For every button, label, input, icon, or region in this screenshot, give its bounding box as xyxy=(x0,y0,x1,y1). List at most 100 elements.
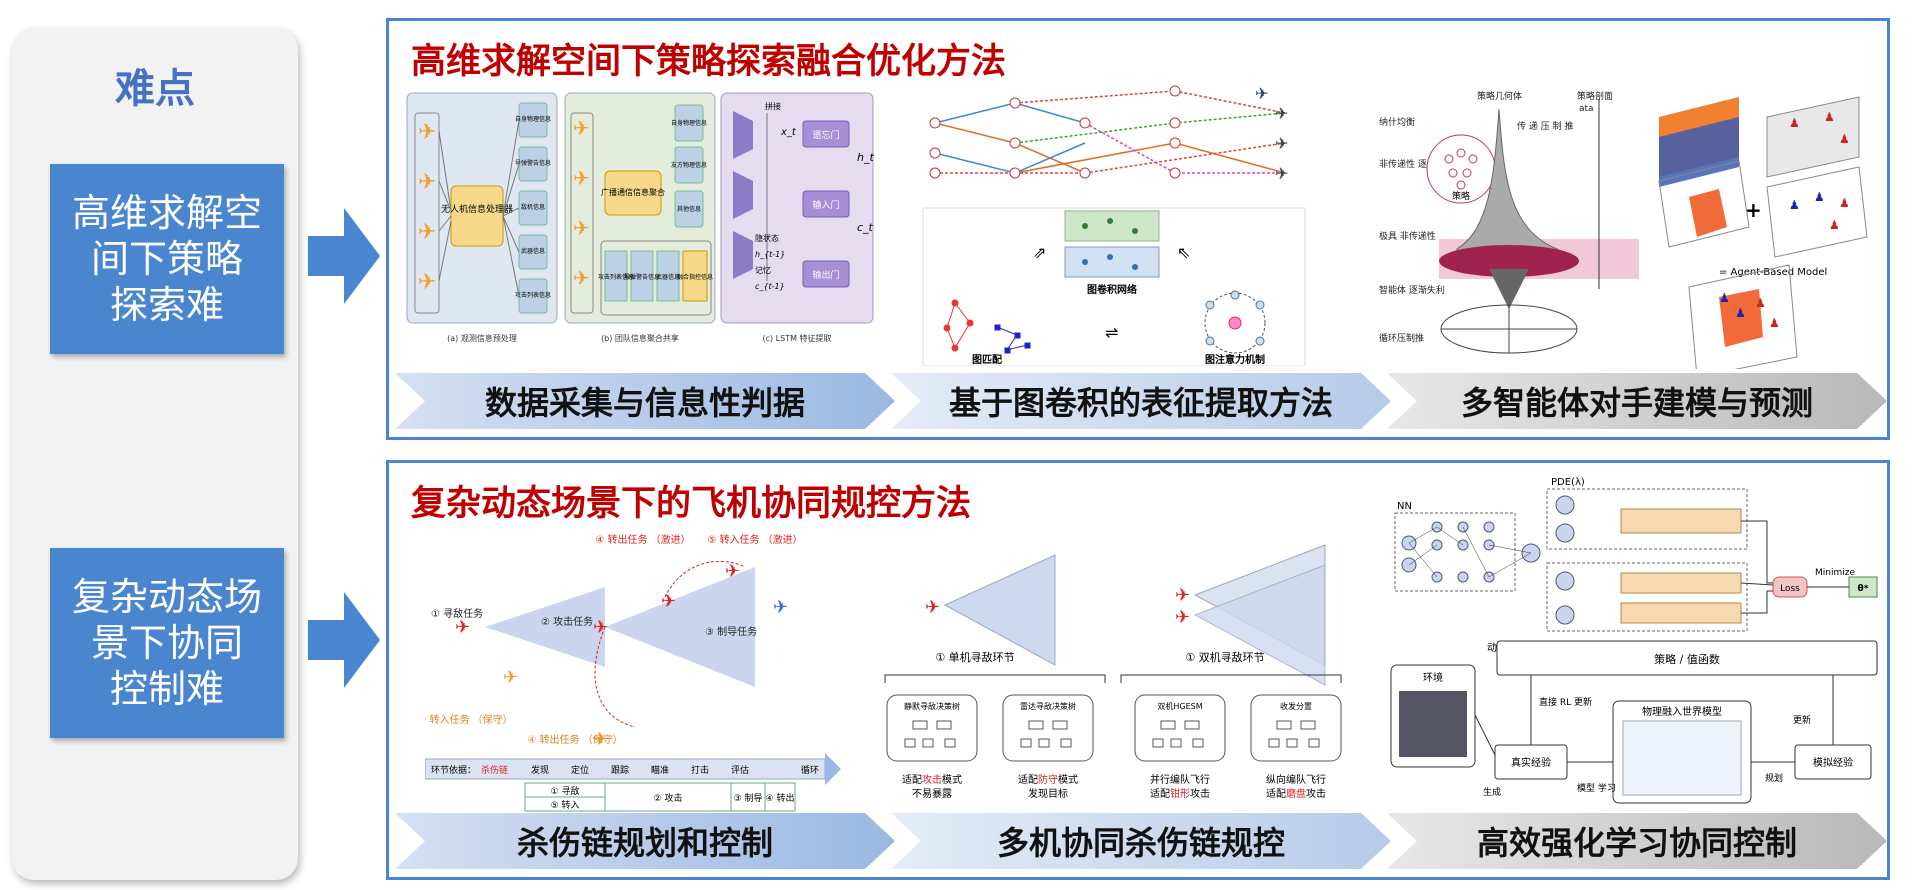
geom-left-label: 智能体 逐渐失利 xyxy=(1379,284,1445,296)
gate-label: 输出门 xyxy=(812,269,839,281)
stage-chevron: 多智能体对手建模与预测 xyxy=(1387,373,1887,429)
svg-text:✈: ✈ xyxy=(773,597,788,618)
team-label: 自身物理信息 xyxy=(671,119,707,127)
task-label: ② 攻击任务 xyxy=(541,615,593,628)
tree-label: 收发分置 xyxy=(1280,701,1312,711)
world-model-label: 物理融入世界模型 xyxy=(1642,705,1722,718)
geom-left-label: 循环压制推 xyxy=(1379,332,1424,344)
svg-text:✈: ✈ xyxy=(573,116,590,140)
chain-step: 评估 xyxy=(731,764,749,776)
svg-text:✈: ✈ xyxy=(418,270,436,295)
model-learn-label: 模型 学习 xyxy=(1577,782,1616,794)
pde-label: PDE(λ) xyxy=(1551,477,1585,488)
svg-text:✈: ✈ xyxy=(593,729,608,750)
task-label: ③ 制导任务 xyxy=(705,625,757,638)
figure-data-collection: ✈✈ ✈✈ 无人机信息处理器 自身物理信息 导弹警告信息 敌机信息 武器信息 攻… xyxy=(405,91,875,361)
xt-label: x_t xyxy=(780,127,797,138)
ctm1-label: c_{t-1} xyxy=(755,282,785,291)
double-label: ① 双机寻敌环节 xyxy=(1185,650,1264,664)
update-label: 更新 xyxy=(1793,714,1811,726)
svg-text:✈: ✈ xyxy=(1275,164,1288,183)
svg-text:✈: ✈ xyxy=(925,597,940,618)
cap-line2: 发现目标 xyxy=(1028,787,1068,800)
svg-text:✈: ✈ xyxy=(573,166,590,190)
plan-label: 规划 xyxy=(1765,772,1783,784)
svg-text:♟: ♟ xyxy=(1829,218,1840,232)
cap-line2: 适配钳形攻击 xyxy=(1150,787,1210,800)
svg-text:✈: ✈ xyxy=(418,170,436,195)
svg-text:✈: ✈ xyxy=(725,561,740,582)
tree-label: 双机HGESM xyxy=(1157,701,1202,711)
geom-top-label: 策略剖面 xyxy=(1577,90,1613,102)
sim-exp-label: 模拟经验 xyxy=(1813,756,1853,769)
svg-text:✈: ✈ xyxy=(1175,607,1190,628)
chain-basis: 环节依据： xyxy=(431,764,476,776)
section-title: 高维求解空间下策略探索融合优化方法 xyxy=(411,42,1007,82)
agg-label: 无人机信息处理器 xyxy=(441,203,513,215)
svg-text:✈: ✈ xyxy=(573,216,590,240)
chain-kill: 杀伤链 xyxy=(481,764,508,776)
svg-text:♟: ♟ xyxy=(1735,306,1746,320)
svg-text:✈: ✈ xyxy=(418,120,436,145)
cap-line2: 不易暴露 xyxy=(912,788,952,800)
geom-top-label: ata xyxy=(1579,104,1594,114)
svg-text:✈: ✈ xyxy=(1275,104,1288,123)
svg-text:♟: ♟ xyxy=(1789,198,1800,212)
figure-rl-control: NN PDE(λ) Loss Minimize θ* 动作 xyxy=(1387,465,1887,815)
caption: (c) LSTM 特征提取 xyxy=(762,333,831,343)
figure-opponent-model: 纳什均衡 非传递性 逐渐消失 极具 非传递性 智能体 逐渐失利 循环压制推 策略… xyxy=(1369,89,1877,369)
info-label: 攻击列表信息 xyxy=(515,291,551,299)
svg-text:♟: ♟ xyxy=(1769,316,1780,330)
svg-text:♟: ♟ xyxy=(1719,291,1730,305)
env-label: 环境 xyxy=(1423,671,1443,684)
team-label: 其他信息 xyxy=(677,205,701,213)
figure-multi-aircraft: ✈ ✈ ✈ ① 单机寻敌环节 ① 双机寻敌环节 静默寻敌决策树 雷达寻敌决策树 … xyxy=(865,525,1349,815)
svg-text:+: + xyxy=(1745,198,1762,222)
section-strategy-exploration: 高维求解空间下策略探索融合优化方法 ✈✈ ✈✈ 无人机信息处理器 自身物理信息 … xyxy=(386,18,1890,440)
gate-label: 遗忘门 xyxy=(812,129,839,141)
loss-label: Loss xyxy=(1780,584,1800,594)
svg-text:♟: ♟ xyxy=(1824,110,1835,124)
difficulty-panel: 难点 高维求解空 间下策略 探索难 复杂动态场 景下协同 控制难 xyxy=(12,28,298,880)
chain-step: 瞄准 xyxy=(651,765,669,776)
gate-label: 输入门 xyxy=(812,199,839,211)
memory-label: 记忆 xyxy=(755,265,771,275)
ct-label: c_t xyxy=(857,221,874,234)
geom-right-label: 传 递 压 制 推 xyxy=(1517,120,1573,132)
minimize-label: Minimize xyxy=(1815,568,1855,578)
chain-step: 发现 xyxy=(531,764,549,776)
svg-text:✈: ✈ xyxy=(1255,84,1268,103)
task-label: ⑤ 转入任务 （激进） xyxy=(707,533,802,546)
chain-cell: ③ 制导 xyxy=(734,792,763,804)
section-cooperative-control: 复杂动态场景下的飞机协同规控方法 ✈✈✈✈✈✈✈ ① 寻敌任务 ② 攻击任务 ③… xyxy=(386,460,1890,880)
svg-text:✈: ✈ xyxy=(1275,134,1288,153)
info-label: 自身物理信息 xyxy=(515,115,551,123)
svg-text:✈: ✈ xyxy=(418,220,436,245)
bottom-label: 导弹警告信息 xyxy=(624,273,660,281)
nn-label: NN xyxy=(1397,501,1412,512)
geom-left-label: 极具 非传递性 xyxy=(1379,230,1436,242)
theta-label: θ* xyxy=(1858,584,1869,594)
svg-text:✈: ✈ xyxy=(503,667,518,688)
arrow-right-icon xyxy=(308,592,380,688)
stage-chevron-bar: 数据采集与信息性判据 基于图卷积的表征提取方法 多智能体对手建模与预测 xyxy=(395,373,1887,429)
svg-text:♟: ♟ xyxy=(1814,190,1825,204)
difficulty-title: 难点 xyxy=(115,66,195,112)
chain-step: 打击 xyxy=(691,764,709,776)
task-label: ④ 转出任务 （保守） xyxy=(527,733,622,746)
info-label: 武器信息 xyxy=(521,247,545,255)
chain-step: 定位 xyxy=(571,764,589,776)
bottom-label: 武器信息 xyxy=(656,273,680,281)
htm1-label: h_{t-1} xyxy=(755,250,785,259)
figure-kill-chain: ✈✈✈✈✈✈✈ ① 寻敌任务 ② 攻击任务 ③ 制导任务 ④ 转出任务 （激进）… xyxy=(425,527,845,812)
graph-match-label: 图匹配 xyxy=(972,354,1002,366)
direct-rl-label: 直接 RL 更新 xyxy=(1539,696,1592,708)
svg-text:♟: ♟ xyxy=(1839,196,1850,210)
stage-chevron: 数据采集与信息性判据 xyxy=(395,373,895,429)
strategy-label: 策略 xyxy=(1452,190,1470,202)
chain-cell: ④ 转出 xyxy=(766,792,795,804)
svg-text:⇖: ⇖ xyxy=(1177,243,1190,262)
cap-line1: 适配攻击模式 xyxy=(902,773,962,786)
task-label: ⑤ 转入任务 （保守） xyxy=(425,713,513,726)
abm-label: = Agent-Based Model xyxy=(1719,267,1827,278)
